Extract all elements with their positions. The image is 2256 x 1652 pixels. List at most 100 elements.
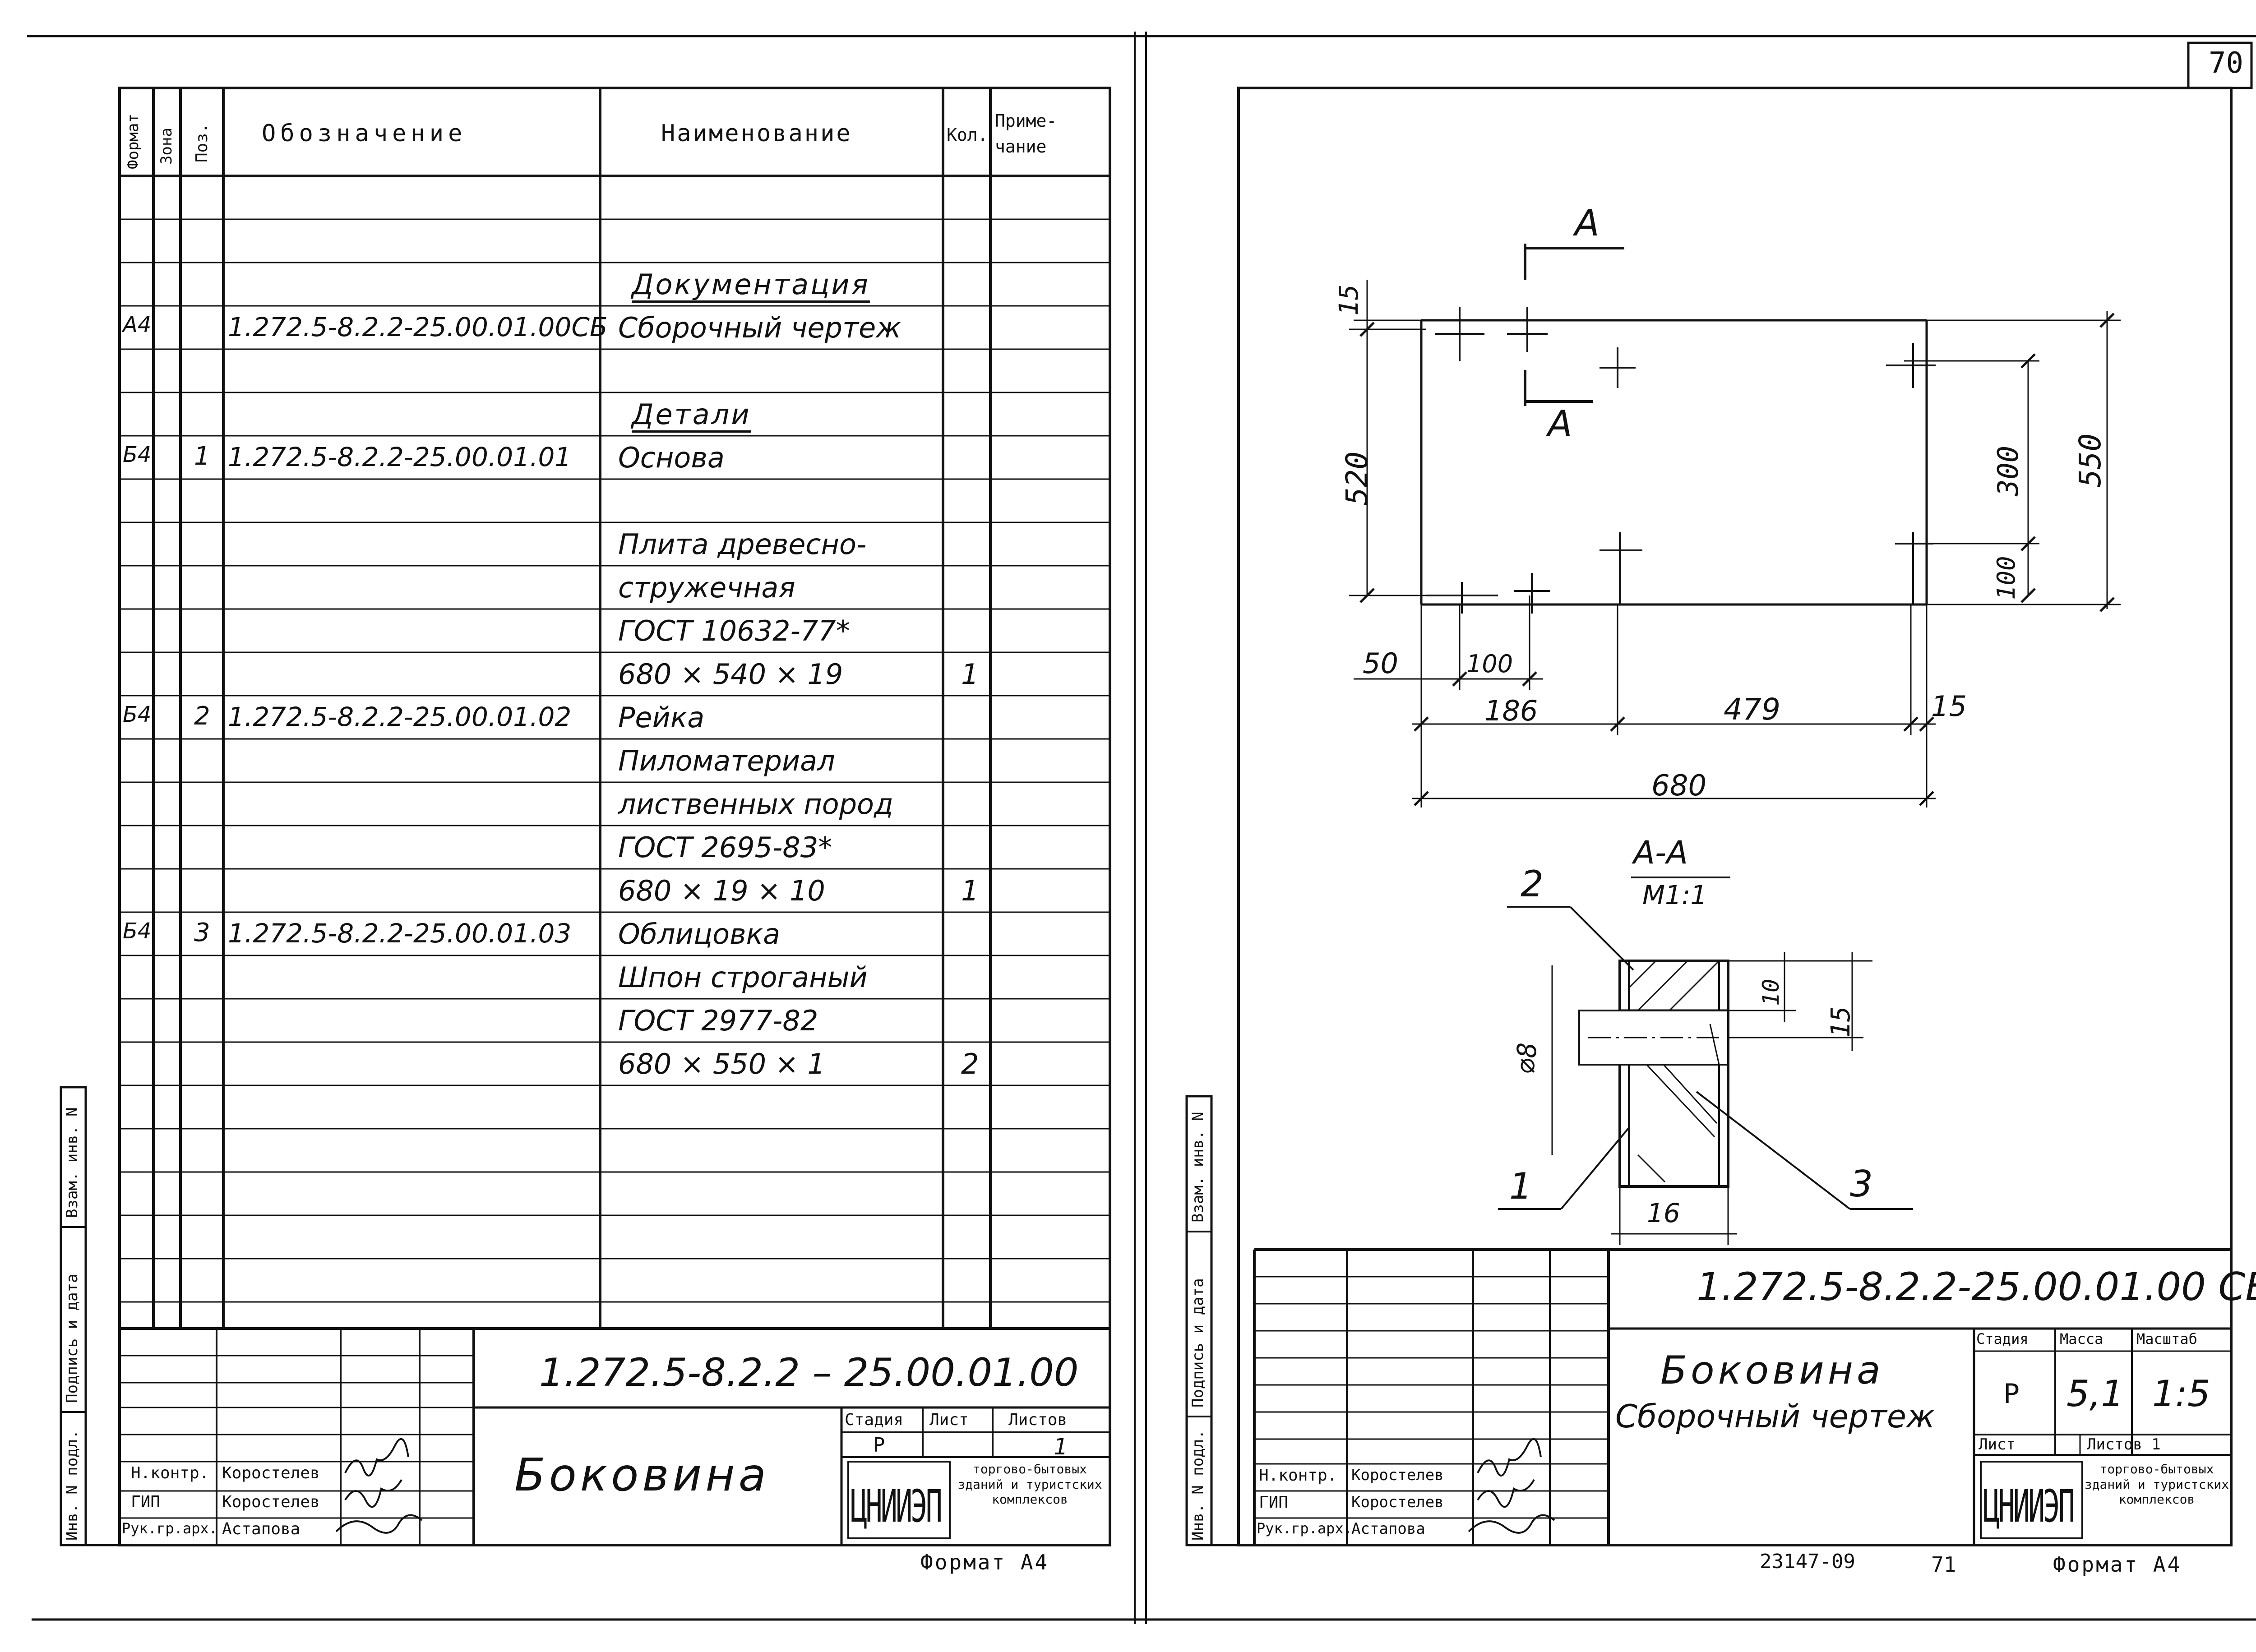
sheets-value: 1 bbox=[1054, 1434, 1068, 1460]
row-name: ГОСТ 2695-83* bbox=[618, 831, 832, 864]
row-qty: 2 bbox=[961, 1047, 979, 1080]
dim-100-right: 100 bbox=[1992, 556, 2020, 600]
col-header-designation: Обозначение bbox=[262, 120, 467, 147]
role-1: Н.контр. bbox=[131, 1464, 209, 1482]
role-3: Рук.гр.арх. bbox=[122, 1520, 217, 1537]
dim-300: 300 bbox=[1992, 446, 2025, 496]
row-name: Пиломатериал bbox=[618, 744, 835, 777]
section-mark-top: А bbox=[1575, 202, 1600, 244]
row-pos: 2 bbox=[194, 701, 210, 731]
org-logo-right: ЦНИИЭП bbox=[1983, 1480, 2075, 1533]
section-dim-16: 16 bbox=[1647, 1198, 1680, 1228]
section-dim-15: 15 bbox=[1825, 1006, 1856, 1038]
side-label-sign-right: Подпись и дата bbox=[1189, 1278, 1207, 1407]
row-designation: 1.272.5-8.2.2-25.00.01.01 bbox=[228, 442, 572, 472]
row-format: А4 bbox=[123, 312, 152, 337]
row-name: лиственных пород bbox=[618, 788, 893, 821]
col-header-qty: Кол. bbox=[947, 125, 988, 145]
col-header-format: Формат bbox=[124, 114, 142, 169]
scale-label-right: Масштаб bbox=[2136, 1330, 2197, 1347]
row-name: 680 × 19 × 10 bbox=[618, 874, 825, 907]
row-designation: 1.272.5-8.2.2-25.00.01.02 bbox=[228, 701, 572, 732]
dim-680: 680 bbox=[1651, 769, 1707, 803]
dim-15-top: 15 bbox=[1333, 284, 1364, 316]
row-name: Документация bbox=[632, 268, 870, 301]
dim-15: 15 bbox=[1931, 690, 1967, 723]
dim-100: 100 bbox=[1466, 650, 1513, 678]
leader-label-1: 1 bbox=[1509, 1165, 1532, 1207]
stage-label: Стадия bbox=[845, 1411, 904, 1429]
row-name: Основа bbox=[618, 441, 725, 474]
doc-number: 23147-09 bbox=[1760, 1550, 1855, 1573]
dim-50: 50 bbox=[1363, 647, 1398, 680]
row-pos: 1 bbox=[194, 442, 210, 471]
role-1-name-right: Коростелев bbox=[1351, 1466, 1444, 1484]
role-3-right: Рук.гр.арх. bbox=[1257, 1520, 1352, 1537]
role-2-name: Коростелев bbox=[222, 1493, 320, 1511]
section-title: А-А bbox=[1633, 834, 1688, 871]
mass-value-right: 5,1 bbox=[2066, 1373, 2124, 1415]
sheets-label: Листов bbox=[1008, 1411, 1068, 1429]
leader-label-3: 3 bbox=[1850, 1163, 1873, 1205]
dim-186: 186 bbox=[1484, 694, 1538, 727]
page-ref: 71 bbox=[1931, 1552, 1956, 1577]
format-label-left: Формат А4 bbox=[920, 1550, 1049, 1574]
dim-479: 479 bbox=[1724, 692, 1780, 727]
row-format: Б4 bbox=[123, 442, 152, 467]
sheet-label: Лист bbox=[929, 1411, 969, 1429]
role-3-name-right: Астапова bbox=[1351, 1520, 1425, 1538]
row-name: 680 × 550 × 1 bbox=[618, 1047, 825, 1080]
role-2-name-right: Коростелев bbox=[1351, 1493, 1444, 1511]
row-name: Шпон строганый bbox=[618, 961, 868, 994]
col-header-zone: Зона bbox=[157, 128, 176, 165]
sheet-label-right: Лист bbox=[1979, 1435, 2016, 1454]
signatures bbox=[335, 1438, 1555, 1534]
mass-label-right: Масса bbox=[2060, 1330, 2103, 1347]
row-name: Облицовка bbox=[618, 918, 781, 951]
row-name: ГОСТ 2977-82 bbox=[618, 1004, 818, 1037]
stage-value: Р bbox=[873, 1434, 885, 1457]
dim-520: 520 bbox=[1340, 451, 1374, 505]
role-3-name: Астапова bbox=[222, 1520, 300, 1538]
role-2-right: ГИП bbox=[1259, 1493, 1289, 1512]
format-label-right: Формат А4 bbox=[2053, 1552, 2182, 1577]
row-pos: 3 bbox=[194, 918, 210, 947]
title-block-subtitle-right: Сборочный чертеж bbox=[1615, 1398, 1935, 1435]
side-label-replace-right: Взам. инв. N bbox=[1189, 1112, 1207, 1223]
row-name: Рейка bbox=[618, 701, 705, 734]
org-name-right: торгово-бытовых зданий и туристских комп… bbox=[2084, 1462, 2229, 1507]
org-seal-left bbox=[847, 1461, 951, 1539]
title-block-code: 1.272.5-8.2.2 – 25.00.01.00 bbox=[539, 1350, 1079, 1395]
row-designation: 1.272.5-8.2.2-25.00.01.03 bbox=[228, 918, 572, 949]
col-header-pos: Поз. bbox=[193, 123, 211, 162]
row-name: 680 × 540 × 19 bbox=[618, 658, 843, 691]
row-name: ГОСТ 10632-77* bbox=[618, 614, 850, 647]
org-name: торгово-бытовых зданий и туристских комп… bbox=[957, 1462, 1102, 1507]
org-logo: ЦНИИЭП bbox=[851, 1480, 943, 1533]
side-label-replace: Взам. инв. N bbox=[63, 1107, 81, 1218]
role-1-right: Н.контр. bbox=[1259, 1466, 1337, 1485]
row-name: Сборочный чертеж bbox=[618, 311, 901, 344]
side-label-inv: Инв. N подл. bbox=[63, 1430, 81, 1541]
sheets-label-right: Листов 1 bbox=[2087, 1435, 2161, 1454]
title-block-title: Боковина bbox=[514, 1449, 770, 1501]
title-block-title-right: Боковина bbox=[1660, 1348, 1884, 1393]
role-1-name: Коростелев bbox=[222, 1464, 320, 1482]
side-label-inv-right: Инв. N подл. bbox=[1189, 1430, 1207, 1541]
role-2: ГИП bbox=[131, 1493, 161, 1511]
col-header-note: Приме-чание bbox=[995, 111, 1057, 157]
row-qty: 1 bbox=[961, 658, 979, 691]
scale-value-right: 1:5 bbox=[2152, 1373, 2210, 1415]
row-name: Плита древесно- bbox=[618, 528, 867, 561]
leader-label-2: 2 bbox=[1521, 863, 1544, 905]
title-block-code-right: 1.272.5-8.2.2-25.00.01.00 СБ bbox=[1697, 1264, 2256, 1310]
section-dim-10: 10 bbox=[1758, 978, 1784, 1006]
section-dim-8: ⌀8 bbox=[1512, 1042, 1542, 1074]
row-name: Детали bbox=[632, 398, 751, 431]
row-designation: 1.272.5-8.2.2-25.00.01.00СБ bbox=[228, 312, 608, 342]
org-seal-right bbox=[1980, 1461, 2083, 1539]
dim-550: 550 bbox=[2073, 433, 2108, 487]
stage-value-right: Р bbox=[2003, 1378, 2020, 1410]
side-label-sign: Подпись и дата bbox=[63, 1274, 81, 1403]
row-name: стружечная bbox=[618, 571, 795, 604]
